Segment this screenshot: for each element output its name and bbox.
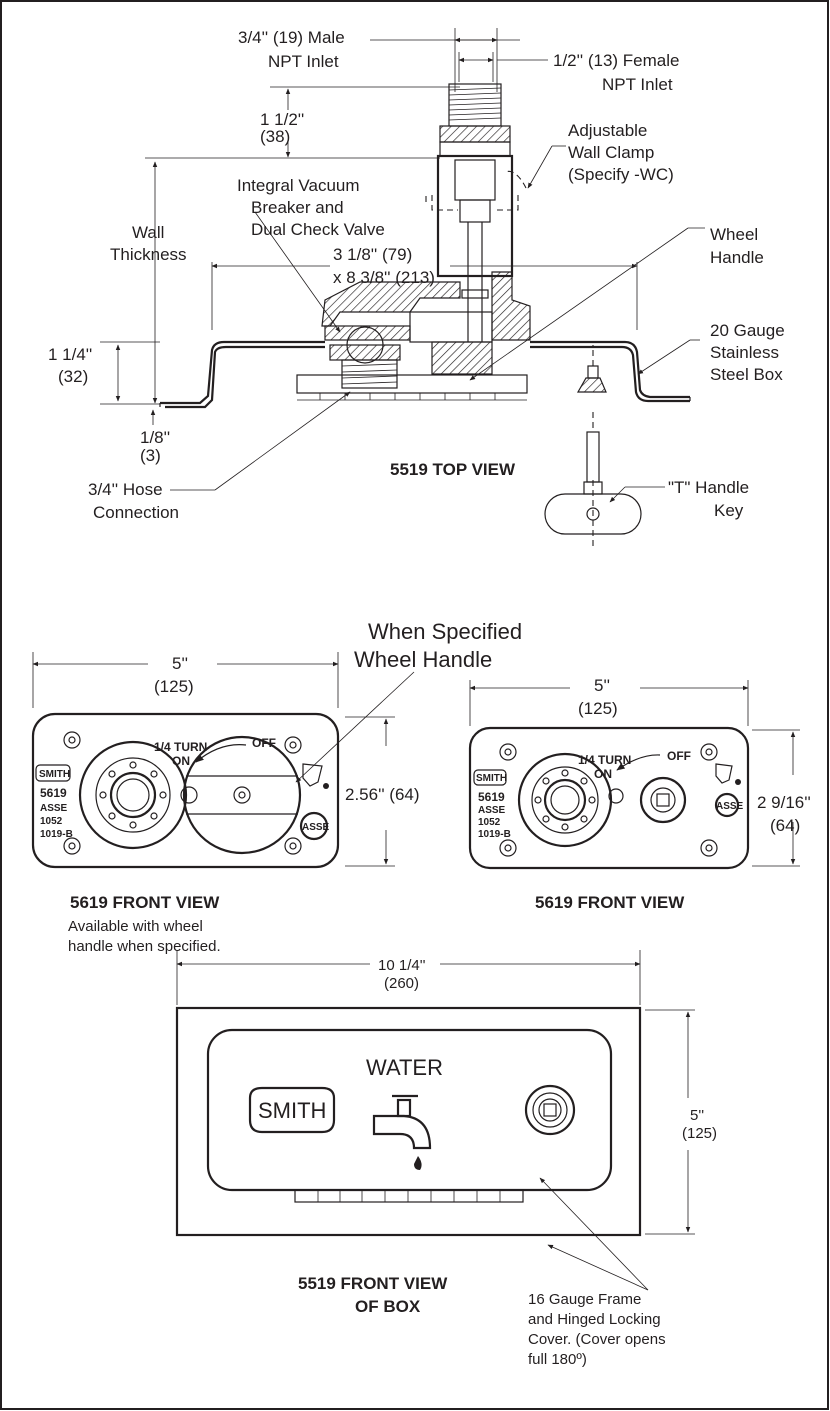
asse-label: ASSE: [478, 805, 506, 816]
t-handle-key-label: Key: [714, 501, 744, 520]
wall-clamp-label: (Specify -WC): [568, 165, 674, 184]
dim-3: (3): [140, 446, 161, 465]
wall-thickness-label: Thickness: [110, 245, 187, 264]
height-label: 2 9/16'': [757, 793, 811, 812]
standard-label: 1052: [478, 817, 501, 828]
box-view-labels: 10 1/4'' (260) WATER SMITH 5'' (125) 551…: [258, 957, 717, 1368]
vacuum-breaker-label: Breaker and: [251, 198, 344, 217]
front-view-note: Available with wheel: [68, 918, 203, 935]
hose-connection-label: Connection: [93, 503, 179, 522]
front-view-note: handle when specified.: [68, 938, 221, 955]
top-view-labels: 3/4'' (19) Male NPT Inlet 1/2'' (13) Fem…: [48, 28, 785, 522]
turn-label: 1/4 TURN: [578, 753, 631, 767]
box-view-title: 5519 FRONT VIEW: [298, 1274, 448, 1293]
wheel-handle-label: Handle: [710, 248, 764, 267]
asse-label: ASSE: [40, 803, 68, 814]
faucet-icon: [372, 1094, 432, 1170]
frame-note: full 180º): [528, 1351, 587, 1368]
asse-seal-icon: [299, 811, 329, 841]
front-view-wheel-drawing: [31, 652, 415, 869]
dim-38: (38): [260, 127, 290, 146]
on-label: ON: [172, 754, 190, 768]
t-handle-key-label: "T" Handle: [668, 478, 749, 497]
dim-1-8: 1/8'': [140, 428, 170, 447]
brand-logo-icon: [248, 1086, 336, 1134]
standard-label: 1019-B: [478, 829, 511, 840]
wall-thickness-label: Wall: [132, 223, 164, 242]
asse-seal-icon: [714, 792, 740, 818]
frame-note: and Hinged Locking: [528, 1311, 661, 1328]
box-view-title: OF BOX: [355, 1297, 421, 1316]
standard-label: 1052: [40, 816, 63, 827]
top-view-drawing: [100, 28, 705, 550]
frame-note: 16 Gauge Frame: [528, 1291, 641, 1308]
turn-label: 1/4 TURN: [154, 740, 207, 754]
female-inlet-label: NPT Inlet: [602, 75, 673, 94]
wall-clamp-label: Wall Clamp: [568, 143, 654, 162]
height-label: 2.56'' (64): [345, 785, 420, 804]
front-view-key-labels: 5'' (125) 1/4 TURN ON OFF SMITH 5619 ASS…: [476, 676, 811, 912]
box-height-label: 5'': [690, 1107, 704, 1124]
vacuum-breaker-label: Integral Vacuum: [237, 176, 360, 195]
model-label: 5619: [478, 790, 505, 804]
front-view-title: 5619 FRONT VIEW: [70, 893, 220, 912]
wall-clamp-label: Adjustable: [568, 121, 647, 140]
front-view-key-drawing: [468, 680, 800, 870]
dim-32: (32): [58, 367, 88, 386]
wheel-callout-label: Wheel Handle: [354, 647, 492, 672]
top-view-title: 5519 TOP VIEW: [390, 460, 516, 479]
vacuum-breaker-label: Dual Check Valve: [251, 220, 385, 239]
height-label: (64): [770, 816, 800, 835]
water-label: WATER: [366, 1055, 443, 1080]
box-material-label: 20 Gauge: [710, 321, 785, 340]
box-height-label: (125): [682, 1125, 717, 1142]
ipc-shield-icon: [302, 763, 323, 787]
brand-logo-icon: [473, 769, 507, 786]
brand-label: SMITH: [476, 773, 507, 784]
width-label: 5'': [594, 676, 610, 695]
model-label: 5619: [40, 786, 67, 800]
brand-label: SMITH: [39, 769, 70, 780]
female-inlet-label: 1/2'' (13) Female: [553, 51, 680, 70]
on-label: ON: [594, 767, 612, 781]
box-size-label: 3 1/8'' (79): [333, 245, 412, 264]
male-inlet-label: NPT Inlet: [268, 52, 339, 71]
box-width-label: 10 1/4'': [378, 957, 426, 974]
dim-1-1-2: 1 1/2'': [260, 110, 304, 129]
front-view-wheel-labels: When Specified Wheel Handle 5'' (125) 1/…: [39, 619, 522, 955]
box-view-drawing: [175, 950, 695, 1291]
asse-seal-label: ASSE: [302, 822, 330, 833]
box-material-label: Stainless: [710, 343, 779, 362]
wheel-handle-label: Wheel: [710, 225, 758, 244]
wheel-callout-label: When Specified: [368, 619, 522, 644]
frame-note: Cover. (Cover opens: [528, 1331, 666, 1348]
front-view-title: 5619 FRONT VIEW: [535, 893, 685, 912]
box-width-label: (260): [384, 975, 419, 992]
dim-1-1-4: 1 1/4'': [48, 345, 92, 364]
brand-label: SMITH: [258, 1098, 326, 1123]
width-label: (125): [154, 677, 194, 696]
off-label: OFF: [667, 749, 691, 763]
width-label: 5'': [172, 654, 188, 673]
hose-connection-label: 3/4'' Hose: [88, 480, 163, 499]
box-size-label: x 8 3/8'' (213): [333, 268, 435, 287]
box-material-label: Steel Box: [710, 365, 783, 384]
standard-label: 1019-B: [40, 829, 73, 840]
asse-seal-label: ASSE: [716, 801, 744, 812]
ipc-shield-icon: [715, 763, 733, 784]
width-label: (125): [578, 699, 618, 718]
brand-logo-icon: [35, 764, 71, 782]
off-label: OFF: [252, 736, 276, 750]
male-inlet-label: 3/4'' (19) Male: [238, 28, 345, 47]
